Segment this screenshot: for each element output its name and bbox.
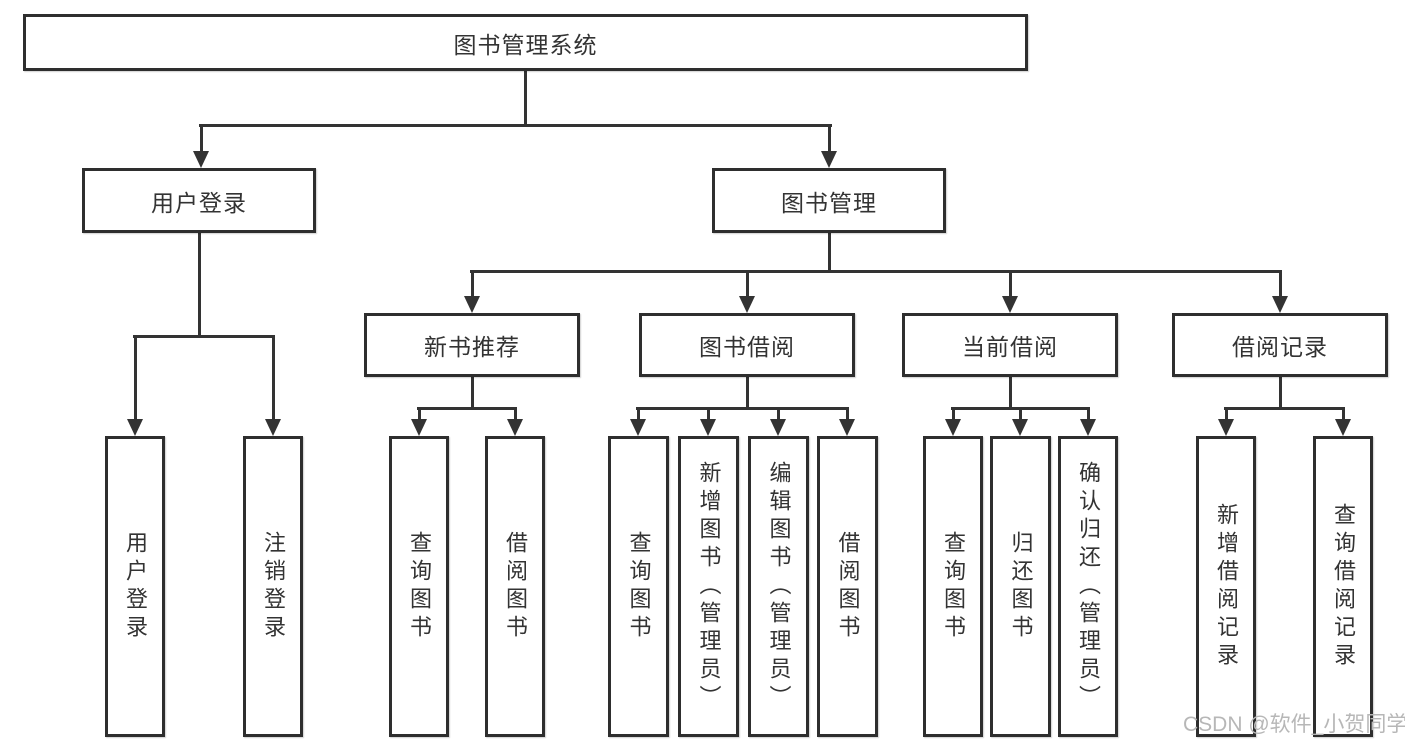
connector-line (636, 407, 849, 410)
node-label: 新增图书（管理员） (696, 460, 722, 713)
connector-line (1279, 270, 1282, 296)
node-label: 新书推荐 (424, 334, 520, 360)
node-label: 查询图书 (941, 530, 966, 643)
node-label: 当前借阅 (962, 334, 1058, 360)
arrow-down-icon (265, 419, 281, 436)
connector-line (199, 124, 832, 127)
node-label: 图书借阅 (699, 334, 795, 360)
node-label: 查询图书 (407, 530, 432, 643)
node-label: 查询图书 (626, 530, 652, 643)
connector-line (1087, 407, 1090, 419)
node-label: 用户登录 (151, 189, 247, 216)
connector-line (134, 335, 137, 419)
node-label: 图书管理系统 (453, 31, 598, 58)
arrow-down-icon (127, 419, 143, 436)
connector-line (828, 124, 831, 152)
arrow-down-icon (821, 151, 837, 168)
connector-line (828, 233, 831, 270)
arrow-down-icon (739, 296, 755, 313)
node-new-book-recommend: 新书推荐 (364, 313, 580, 377)
leaf-newbook-query-books: 查询图书 (389, 436, 449, 737)
node-label: 编辑图书（管理员） (766, 460, 792, 713)
arrow-down-icon (1002, 296, 1018, 313)
connector-line (746, 377, 749, 407)
connector-line (777, 407, 780, 419)
node-book-management: 图书管理 (712, 168, 946, 233)
leaf-user-login: 用户登录 (105, 436, 165, 737)
node-borrow-records: 借阅记录 (1172, 313, 1388, 377)
arrow-down-icon (945, 419, 961, 436)
connector-line (746, 270, 749, 296)
node-label: 借阅记录 (1232, 334, 1328, 360)
leaf-records-query-record: 查询借阅记录 (1313, 436, 1373, 737)
arrow-down-icon (839, 419, 855, 436)
leaf-current-confirm-return-admin: 确认归还（管理员） (1058, 436, 1118, 737)
node-label: 归还图书 (1008, 530, 1034, 643)
arrow-down-icon (507, 419, 523, 436)
connector-line (471, 270, 474, 296)
arrow-down-icon (1080, 419, 1096, 436)
node-root: 图书管理系统 (23, 14, 1028, 71)
node-label: 查询借阅记录 (1331, 502, 1356, 671)
connector-line (1019, 407, 1022, 419)
node-label: 确认归还（管理员） (1076, 460, 1101, 713)
arrow-down-icon (411, 419, 427, 436)
connector-line (514, 407, 517, 419)
arrow-down-icon (700, 419, 716, 436)
node-label: 用户登录 (123, 530, 148, 643)
connector-line (637, 407, 640, 419)
node-current-borrow: 当前借阅 (902, 313, 1118, 377)
connector-line (418, 407, 421, 419)
connector-line (417, 407, 517, 410)
node-label: 图书管理 (781, 189, 877, 216)
leaf-current-query-books: 查询图书 (923, 436, 983, 737)
arrow-down-icon (464, 296, 480, 313)
leaf-borrow-query-books: 查询图书 (608, 436, 669, 737)
arrow-down-icon (1012, 419, 1028, 436)
leaf-borrow-borrow-books: 借阅图书 (817, 436, 878, 737)
connector-line (272, 335, 275, 419)
arrow-down-icon (770, 419, 786, 436)
connector-line (470, 270, 1282, 273)
arrow-down-icon (1218, 419, 1234, 436)
connector-line (1225, 407, 1228, 419)
arrow-down-icon (1335, 419, 1351, 436)
connector-line (707, 407, 710, 419)
connector-line (524, 71, 527, 124)
arrow-down-icon (1272, 296, 1288, 313)
leaf-logout: 注销登录 (243, 436, 303, 737)
connector-line (952, 407, 955, 419)
connector-line (133, 335, 275, 338)
connector-line (1279, 377, 1282, 407)
leaf-borrow-edit-books-admin: 编辑图书（管理员） (748, 436, 809, 737)
connector-line (200, 124, 203, 152)
leaf-borrow-add-books-admin: 新增图书（管理员） (678, 436, 739, 737)
connector-line (1342, 407, 1345, 419)
node-label: 注销登录 (261, 530, 286, 643)
node-label: 借阅图书 (503, 530, 528, 643)
connector-line (1009, 270, 1012, 296)
node-label: 新增借阅记录 (1214, 502, 1239, 671)
connector-line (846, 407, 849, 419)
node-book-borrow: 图书借阅 (639, 313, 855, 377)
connector-line (1224, 407, 1345, 410)
node-user-login: 用户登录 (82, 168, 316, 233)
connector-line (471, 377, 474, 407)
leaf-newbook-borrow-books: 借阅图书 (485, 436, 545, 737)
connector-line (1009, 377, 1012, 407)
leaf-current-return-books: 归还图书 (990, 436, 1051, 737)
leaf-records-add-record: 新增借阅记录 (1196, 436, 1256, 737)
arrow-down-icon (630, 419, 646, 436)
arrow-down-icon (193, 151, 209, 168)
node-label: 借阅图书 (835, 530, 861, 643)
connector-line (198, 233, 201, 335)
csdn-watermark: CSDN @软件_小贺同学 (1183, 713, 1405, 736)
